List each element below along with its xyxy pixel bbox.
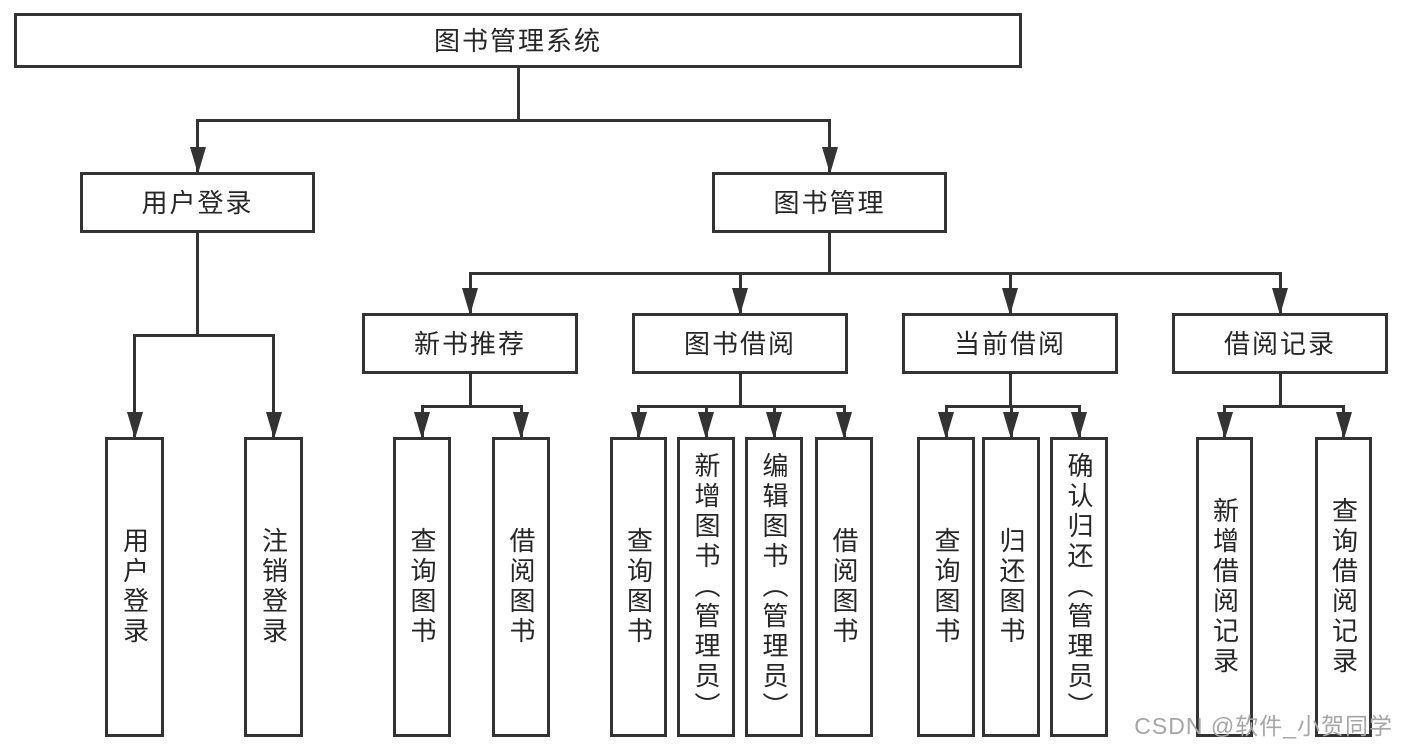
node-leaf-user-login: 用户登录 [105,437,164,737]
connector-arrowhead [414,412,430,439]
connector-arrowhead [1335,412,1352,439]
node-borrow-records: 借阅记录 [1172,313,1388,374]
node-leaf-edit-book-admin: 编辑图书（管理员） [745,437,803,737]
connector-arrowhead [1003,412,1019,439]
connector-arrowhead [630,412,647,439]
node-leaf-borrow-books-recommend: 借阅图书 [492,437,550,737]
connector-segment [828,120,831,172]
watermark: CSDN @软件_小贺同学 [1134,713,1393,739]
node-leaf-query-borrow-record: 查询借阅记录 [1315,437,1372,737]
node-leaf-add-borrow-record: 新增借阅记录 [1196,437,1253,737]
connector-arrowhead [126,412,143,439]
connector-segment [196,120,199,172]
connector-segment [272,335,275,437]
node-leaf-query-books-current: 查询图书 [917,437,975,737]
node-book-management: 图书管理 [712,172,947,233]
node-new-book-recommend: 新书推荐 [362,313,578,374]
node-leaf-borrow-books: 借阅图书 [815,437,873,737]
node-current-borrow: 当前借阅 [902,313,1118,374]
connector-segment [738,374,742,408]
connector-arrowhead [836,412,852,439]
node-book-borrow: 图书借阅 [632,313,848,374]
node-leaf-query-books-borrow: 查询图书 [610,437,667,737]
connector-arrowhead [821,147,838,174]
connector-segment [828,233,831,275]
connector-arrowhead [1216,412,1233,439]
connector-arrowhead [462,288,478,315]
connector-arrowhead [698,412,714,439]
node-leaf-return-book: 归还图书 [982,437,1040,737]
connector-segment [637,404,846,408]
connector-segment [133,335,136,437]
node-leaf-query-books-recommend: 查询图书 [393,437,451,737]
connector-segment [133,333,275,337]
connector-segment [196,233,199,337]
node-user-login: 用户登录 [80,172,315,233]
connector-arrowhead [513,412,529,439]
connector-segment [196,118,831,122]
connector-segment [1008,374,1012,408]
connector-arrowhead [938,412,954,439]
connector-segment [944,404,1081,408]
node-leaf-logout: 注销登录 [244,437,303,737]
connector-arrowhead [1002,288,1018,315]
connector-segment [468,374,472,408]
connector-arrowhead [265,412,282,439]
connector-segment [1223,404,1345,408]
connector-segment [1278,374,1282,408]
connector-arrowhead [1272,288,1288,315]
connector-arrowhead [189,147,206,174]
connector-segment [420,404,523,408]
connector-segment [468,271,1282,275]
connector-segment [516,68,520,122]
connector-arrowhead [732,288,748,315]
node-leaf-add-book-admin: 新增图书（管理员） [677,437,735,737]
connector-arrowhead [766,412,782,439]
node-root: 图书管理系统 [14,13,1022,68]
connector-arrowhead [1071,412,1087,439]
node-leaf-confirm-return-admin: 确认归还（管理员） [1050,437,1108,737]
